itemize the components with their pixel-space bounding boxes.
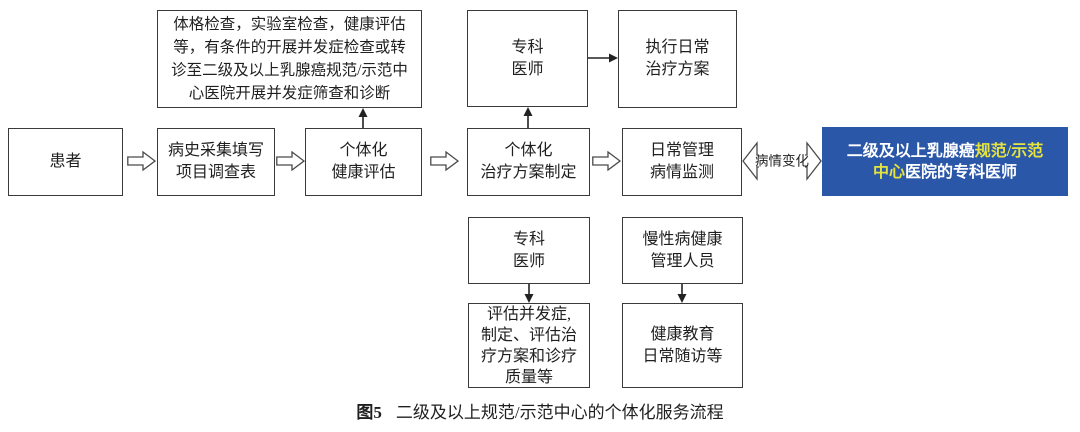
- node-health-education: 健康教育 日常随访等: [622, 303, 743, 388]
- node-patient: 患者: [8, 128, 123, 196]
- node-center-specialist-highlight: 二级及以上乳腺癌规范/示范 中心医院的专科医师: [822, 127, 1068, 196]
- condition-change-label: 病情变化: [755, 154, 809, 169]
- flow-arrow-icon: [276, 151, 305, 171]
- down-arrow-icon: [676, 284, 688, 303]
- node-health-assessment: 个体化 健康评估: [305, 128, 422, 196]
- highlight-line2-white: 医院的专科医师: [905, 163, 1018, 181]
- highlight-line1-white: 二级及以上乳腺癌: [846, 142, 975, 160]
- figure-caption-label: 图5: [356, 403, 382, 422]
- node-execute-daily-plan: 执行日常 治疗方案: [618, 10, 737, 108]
- node-evaluate-complications: 评估并发症, 制定、评估治 疗方案和诊疗 质量等: [468, 303, 590, 388]
- flow-arrow-icon: [127, 151, 156, 171]
- flow-arrow-icon: [592, 151, 621, 171]
- node-history-survey: 病史采集填写 项目调查表: [157, 128, 275, 196]
- node-daily-management: 日常管理 病情监测: [622, 128, 742, 196]
- node-specialist-bottom: 专科 医师: [468, 217, 590, 284]
- flow-arrow-icon: [430, 151, 459, 171]
- up-arrow-icon: [522, 107, 534, 128]
- highlight-line1-yellow: 规范/示范: [974, 142, 1044, 160]
- up-arrow-icon: [357, 108, 369, 128]
- node-specialist-top: 专科 医师: [467, 10, 588, 107]
- double-arrow-condition-change: 病情变化: [742, 140, 822, 182]
- figure-caption-text: 二级及以上规范/示范中心的个体化服务流程: [395, 403, 724, 422]
- highlight-text: 二级及以上乳腺癌规范/示范 中心医院的专科医师: [847, 141, 1043, 183]
- right-arrow-icon: [588, 52, 618, 64]
- figure-caption: 图5 二级及以上规范/示范中心的个体化服务流程: [0, 398, 1080, 423]
- highlight-line2-yellow: 中心: [872, 163, 905, 181]
- node-treatment-plan: 个体化 治疗方案制定: [467, 128, 590, 196]
- node-exam-details: 体格检查，实验室检查，健康评估 等，有条件的开展并发症检查或转 诊至二级及以上乳…: [157, 10, 422, 108]
- node-chronic-disease-manager: 慢性病健康 管理人员: [622, 217, 743, 284]
- down-arrow-icon: [523, 284, 535, 303]
